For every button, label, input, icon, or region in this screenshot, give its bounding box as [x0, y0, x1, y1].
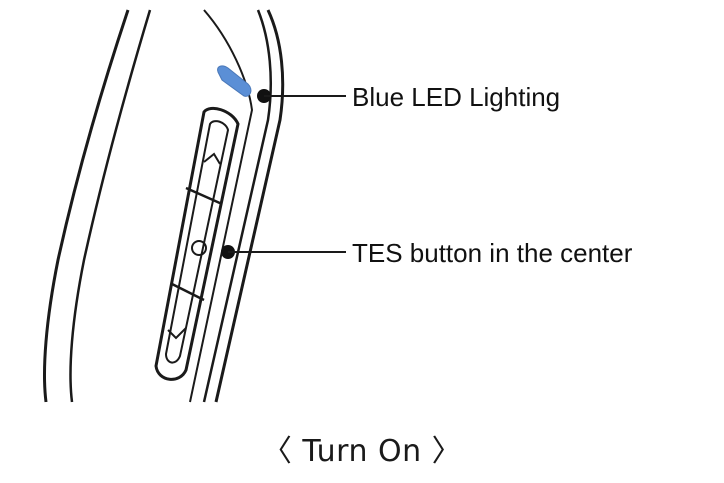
- figure-caption: 〈 Turn On 〉: [261, 434, 463, 469]
- device-side-line: [189, 9, 254, 403]
- device-left-edge: [43, 9, 130, 403]
- button-panel[interactable]: [154, 107, 240, 381]
- up-arrow-icon: [203, 152, 221, 165]
- button-panel-inner: [164, 120, 230, 364]
- device-right-edge-outer: [214, 9, 285, 403]
- down-arrow-icon: [167, 327, 187, 340]
- blue-led-icon: [217, 65, 252, 97]
- button-callout-label: TES button in the center: [352, 238, 633, 268]
- tes-button-icon[interactable]: [191, 240, 207, 256]
- device-right-edge-inner: [202, 9, 272, 403]
- device-left-edge-inner: [69, 9, 152, 403]
- led-callout-label: Blue LED Lighting: [352, 82, 560, 112]
- panel-divider-bottom: [171, 282, 205, 302]
- panel-divider-top: [185, 186, 223, 206]
